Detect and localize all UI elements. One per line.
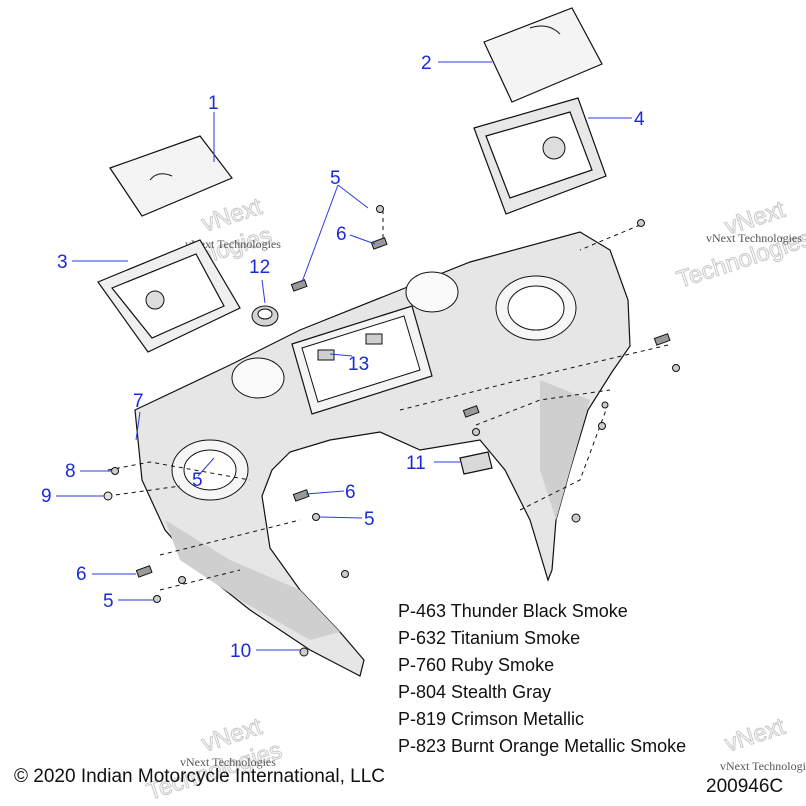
legend-item: P-463 Thunder Black Smoke <box>398 601 628 621</box>
leader-lines <box>56 61 632 651</box>
callout-3: 3 <box>57 252 68 273</box>
callout-2: 2 <box>421 53 432 74</box>
part-2-right-cover <box>483 7 603 103</box>
legend-item: P-804 Stealth Gray <box>398 682 552 702</box>
callout-4: 4 <box>634 109 645 130</box>
watermark-bottom-left-label: vNext Technologies <box>180 755 276 769</box>
part-13-label-right <box>365 333 383 345</box>
callout-5-lower: 5 <box>103 591 114 612</box>
legend-item: P-760 Ruby Smoke <box>398 655 555 675</box>
figure-id: 200946C <box>706 776 784 797</box>
fairing-body <box>134 231 631 677</box>
callout-12: 12 <box>249 257 270 278</box>
part-13-label-left <box>317 349 335 361</box>
part-1-left-cover <box>109 135 233 217</box>
assembly-lines <box>107 210 669 591</box>
callout-7: 7 <box>133 391 144 412</box>
part-4-right-frame <box>473 97 607 215</box>
watermark-bottom-right-line1: vNext <box>722 713 789 758</box>
callout-6-upper: 6 <box>336 224 347 245</box>
fasteners <box>103 205 680 657</box>
callout-6-lower: 6 <box>76 564 87 585</box>
callout-1: 1 <box>208 93 219 114</box>
callout-11: 11 <box>406 453 426 474</box>
legend-item: P-819 Crimson Metallic <box>398 709 585 729</box>
paint-code-legend: P-463 Thunder Black Smoke P-632 Titanium… <box>398 598 686 760</box>
legend-item: P-823 Burnt Orange Metallic Smoke <box>398 736 687 756</box>
part-12-knob <box>251 305 279 327</box>
callout-8: 8 <box>65 461 76 482</box>
copyright-notice: © 2020 Indian Motorcycle International, … <box>14 766 385 787</box>
part-3-left-frame <box>97 239 241 353</box>
callout-9: 9 <box>41 486 52 507</box>
watermark-top-left-label: vNext Technologies <box>185 237 281 251</box>
callout-5-middle: 5 <box>364 509 375 530</box>
callout-5-speaker: 5 <box>192 470 203 491</box>
callout-5-upper: 5 <box>330 168 341 189</box>
watermark-bottom-right-label: vNext Technologies <box>720 759 806 773</box>
callout-6-middle: 6 <box>345 482 356 503</box>
callout-13: 13 <box>348 354 369 375</box>
legend-item: P-632 Titanium Smoke <box>398 628 581 648</box>
watermark-top-right-label: vNext Technologies <box>706 231 802 245</box>
callouts: 1 2 3 4 5 6 12 13 7 8 9 5 6 5 11 6 5 10 <box>41 53 645 662</box>
callout-10: 10 <box>230 641 251 662</box>
